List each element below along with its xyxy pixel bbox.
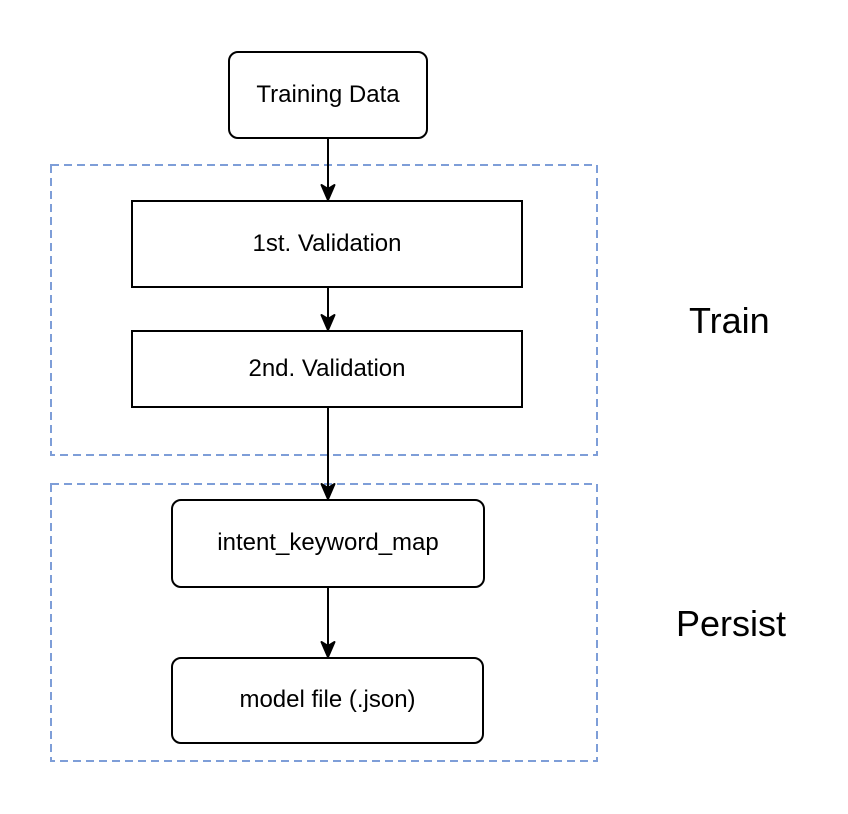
node-model-file: model file (.json) <box>171 657 484 744</box>
node-intent-keyword-map-label: intent_keyword_map <box>217 529 439 557</box>
node-first-validation-label: 1st. Validation <box>252 229 402 257</box>
node-first-validation: 1st. Validation <box>131 200 523 288</box>
node-second-validation: 2nd. Validation <box>131 330 523 408</box>
node-intent-keyword-map: intent_keyword_map <box>171 499 485 588</box>
node-second-validation-label: 2nd. Validation <box>248 354 406 382</box>
arrowhead-training-to-first-validation <box>320 184 336 201</box>
arrowhead-first-to-second-validation <box>320 314 336 331</box>
train-group-label: Train <box>689 300 770 341</box>
node-model-file-label: model file (.json) <box>239 686 416 714</box>
persist-group-label: Persist <box>676 603 787 644</box>
node-training-data: Training Data <box>228 51 428 139</box>
arrowhead-second-validation-to-intent-map <box>320 483 336 500</box>
arrowhead-intent-map-to-model-file <box>320 641 336 658</box>
node-training-data-label: Training Data <box>256 80 400 108</box>
